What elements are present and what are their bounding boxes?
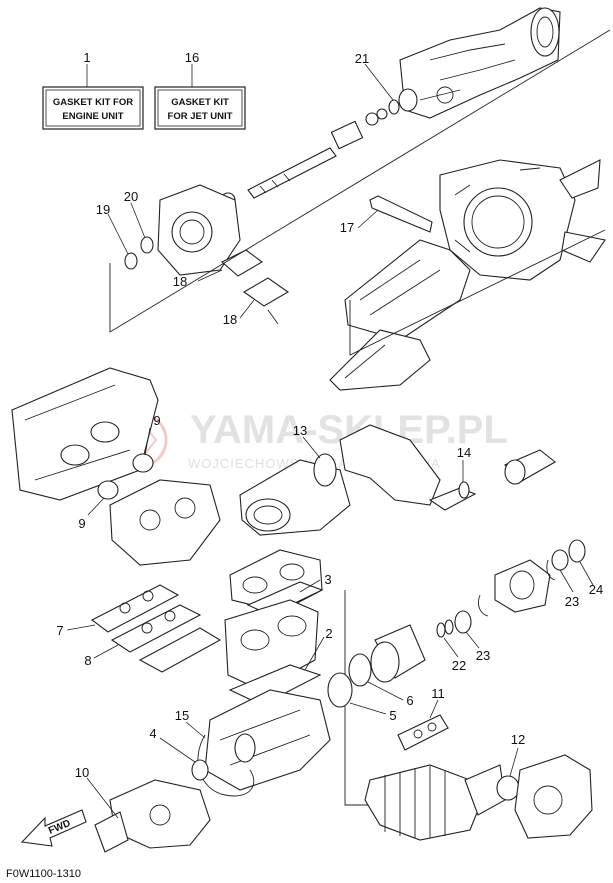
bearing-23-upper	[551, 549, 569, 571]
airbox	[11, 367, 159, 501]
forward-arrow-icon: FWD	[20, 809, 87, 847]
gasket-kit-jet-line1: GASKET KIT	[171, 97, 229, 108]
callout-14: 14	[457, 445, 471, 460]
drive-shaft	[220, 88, 418, 208]
callout-15: 15	[175, 708, 189, 723]
gasket-kit-jet[interactable]: GASKET KIT FOR JET UNIT	[154, 86, 246, 130]
coupling	[370, 624, 426, 683]
callout-8: 8	[84, 653, 91, 668]
seal-6	[348, 653, 372, 687]
circlip-upper	[546, 559, 556, 581]
seal-24	[568, 539, 586, 563]
jet-pump-nozzle	[399, 7, 561, 119]
callout-11: 11	[431, 686, 445, 701]
callout-10: 10	[75, 765, 89, 780]
oil-pump	[94, 779, 211, 853]
gasket-12	[496, 775, 520, 801]
callout-2: 2	[325, 626, 332, 641]
oring-15	[197, 734, 255, 797]
circlip-lower	[477, 594, 489, 617]
callout-4: 4	[149, 726, 156, 741]
callout-13: 13	[293, 423, 307, 438]
callout-9-lower: 9	[78, 516, 85, 531]
intake-duct-bracket	[329, 239, 471, 391]
intake-grate-17	[369, 195, 433, 233]
gasket-kit-jet-line2: FOR JET UNIT	[168, 111, 233, 122]
callout-6: 6	[406, 693, 413, 708]
callout-24: 24	[589, 582, 603, 597]
callout-17: 17	[340, 220, 354, 235]
callout-23-upper: 23	[565, 594, 579, 609]
callout-7: 7	[56, 623, 63, 638]
seal-20	[140, 236, 154, 254]
seal-9-lower	[97, 480, 119, 500]
seal-22	[436, 619, 454, 638]
callout-20: 20	[124, 189, 138, 204]
callout-21: 21	[355, 51, 369, 66]
bearing-housing	[157, 184, 241, 276]
gasket-kit-engine-line2: ENGINE UNIT	[62, 111, 123, 122]
callout-12: 12	[511, 732, 525, 747]
reed-valve	[138, 627, 222, 673]
gasket-8	[110, 604, 202, 653]
callout-22: 22	[452, 658, 466, 673]
seal-9-upper	[132, 453, 154, 473]
crankcase	[204, 689, 331, 791]
seal-19	[124, 252, 138, 270]
gasket-kit-engine[interactable]: GASKET KIT FOR ENGINE UNIT	[42, 86, 144, 130]
callout-18-upper: 18	[173, 274, 187, 289]
callout-1: 1	[83, 50, 90, 65]
diagram-code: F0W1100-1310	[6, 868, 81, 880]
intermediate-housing	[494, 559, 551, 613]
gasket-14	[458, 481, 470, 499]
bearing-23-lower	[454, 610, 472, 634]
gasket-11	[397, 714, 449, 751]
exhaust-elbow	[428, 449, 556, 511]
seal-5	[327, 672, 353, 708]
callout-9-upper: 9	[153, 413, 160, 428]
seal-21	[388, 99, 400, 115]
impeller-housing	[439, 159, 606, 281]
callout-5: 5	[389, 708, 396, 723]
gasket-18-lower	[242, 277, 290, 325]
muffler	[514, 754, 593, 839]
callout-23-lower: 23	[476, 648, 490, 663]
gasket-7	[90, 584, 180, 633]
callout-19: 19	[96, 202, 110, 217]
callout-16: 16	[185, 50, 199, 65]
watermark: YAMA-SKLEP.PL WOJCIECHOWSKI DEALER YAMAH…	[112, 408, 508, 471]
carburetor	[109, 479, 221, 566]
gasket-kit-engine-line1: GASKET KIT FOR	[53, 97, 133, 108]
exhaust-hose	[364, 764, 506, 841]
seal-4	[191, 759, 209, 781]
callout-18-lower: 18	[223, 312, 237, 327]
gasket-13	[313, 453, 337, 487]
gasket-18-upper	[221, 249, 263, 277]
callout-3: 3	[324, 572, 331, 587]
